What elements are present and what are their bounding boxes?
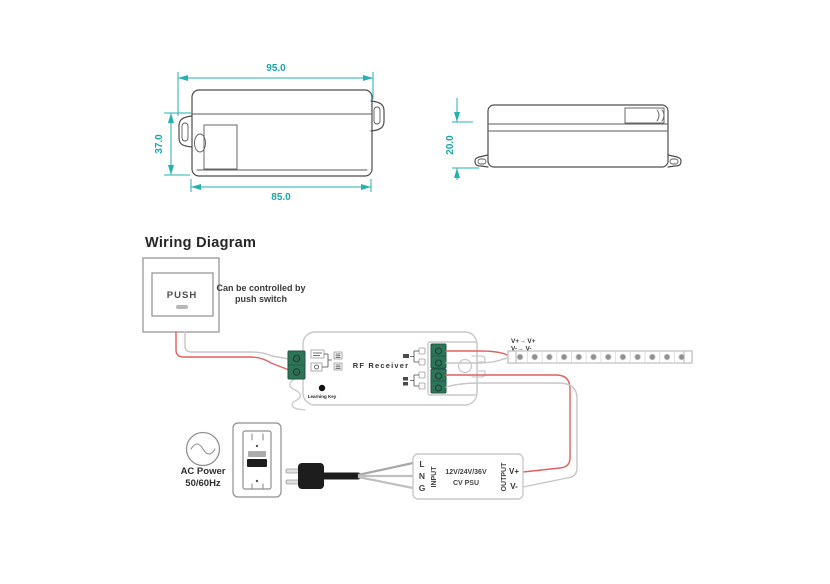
mounting-slot-left (181, 122, 189, 142)
push-note-line2: push switch (235, 294, 287, 304)
dim-95-label: 95.0 (266, 63, 286, 74)
side-label-area (624, 107, 665, 124)
front-view-drawing: 95.0 37.0 85.0 (154, 63, 385, 203)
enclosure-label-area (203, 124, 238, 170)
led-dot (619, 353, 627, 361)
led-dot (575, 353, 582, 361)
strip-label-vplus: V+→ V+ (511, 338, 536, 345)
dim-20-label: 20.0 (445, 135, 456, 155)
input-wire-g (357, 475, 414, 490)
push-indicator-bar (176, 305, 188, 309)
push-note-line1: Can be controlled by (216, 283, 305, 293)
dim-85-label: 85.0 (271, 192, 291, 203)
psu-terminal-vminus: V- (510, 482, 518, 491)
psu-output-label: OUTPUT (501, 462, 508, 492)
ac-power-source: AC Power 50/60Hz (181, 431, 226, 489)
side-tab-slot-right (669, 158, 679, 165)
psu-model-line1: 12V/24V/36V (445, 469, 487, 476)
input-wire-l (357, 461, 414, 477)
psu-body (412, 453, 524, 500)
side-tab-slot-left (477, 158, 487, 165)
micro-label (403, 354, 409, 358)
silkscreen-icons (310, 349, 343, 372)
terminal-pin-icons (403, 347, 426, 390)
led-dot (678, 353, 685, 361)
led-dot (516, 353, 524, 361)
led-dot (560, 353, 568, 361)
ac-label-line1: AC Power (181, 466, 226, 477)
led-dot (663, 353, 671, 361)
outlet-reset-button (247, 459, 267, 467)
strip-label-vminus: V-→ V- (511, 346, 532, 353)
dimension-85: 85.0 (190, 179, 372, 203)
outlet-screw-bottom (255, 479, 259, 483)
led-leds (516, 352, 685, 362)
led-strip: V+→ V+ V-→ V- (507, 338, 693, 364)
gnd-terminal-icon (310, 349, 325, 359)
led-dot (546, 353, 553, 361)
outlet-slots-top (251, 433, 264, 441)
led-strip-endcap-right (683, 350, 693, 364)
dimension-20: 20.0 (445, 98, 479, 180)
psu-wire-vminus (445, 382, 578, 488)
side-tab-right (667, 154, 682, 168)
sine-wave-icon (190, 443, 216, 455)
learning-key-button (318, 384, 326, 392)
strip-wire-vplus (445, 350, 510, 357)
led-strip-endcap-left (507, 350, 517, 364)
receiver-label: RF Receiver (353, 361, 410, 370)
push-button-label: PUSH (167, 290, 197, 301)
micro-label (403, 377, 408, 381)
dimension-95: 95.0 (177, 63, 374, 116)
micro-label (403, 382, 408, 386)
learning-key-label: Learning Key (308, 394, 337, 399)
dim-37-label: 37.0 (154, 134, 165, 154)
power-plug (285, 461, 414, 490)
strip-wire-vminus (445, 357, 510, 364)
psu: L N G INPUT 12V/24V/36V CV PSU OUTPUT V+… (412, 453, 524, 500)
psu-terminal-n: N (419, 471, 425, 481)
output-terminal-block (427, 341, 478, 396)
push-switch: PUSH (142, 257, 220, 333)
led-dot (649, 353, 656, 361)
side-label-arcs (656, 109, 665, 122)
input-terminal-block (287, 350, 306, 380)
side-view-drawing: 20.0 (445, 98, 682, 180)
psu-terminal-vplus: V+ (509, 467, 519, 476)
psu-model-line2: CV PSU (453, 480, 479, 487)
psu-terminal-g: G (419, 483, 426, 493)
side-tab-left (474, 154, 489, 168)
dimension-37: 37.0 (154, 112, 192, 176)
plug-body (298, 463, 324, 489)
hook-detail (194, 133, 206, 153)
plug-prong (285, 479, 300, 485)
side-lid-lines (488, 123, 668, 132)
led-dot (531, 353, 538, 361)
led-dot (590, 353, 597, 361)
led-dot (634, 353, 641, 361)
ac-label-line2: 50/60Hz (185, 478, 221, 489)
psu-wire-vplus (445, 374, 571, 473)
enclosure-front-outline (191, 89, 373, 177)
rf-receiver: RF Receiver Learning Key (287, 331, 486, 411)
switch-wire-red (175, 331, 290, 371)
antenna-wire (289, 378, 306, 411)
push-input-icon (310, 362, 323, 372)
enclosure-side-outline (487, 104, 669, 168)
led-dot (605, 353, 612, 361)
section-title: Wiring Diagram (145, 235, 256, 251)
wall-outlet (232, 422, 282, 498)
mounting-ear-right (370, 100, 385, 132)
switch-wire-gray (184, 331, 290, 360)
psu-input-label: INPUT (431, 466, 438, 488)
outlet-screw-top (255, 444, 259, 448)
outlet-test-button (248, 451, 266, 457)
outlet-slots-bottom (251, 483, 264, 490)
mounting-slot-right (373, 106, 381, 125)
mounting-ear-left (178, 115, 193, 148)
psu-terminal-l: L (419, 459, 424, 469)
plug-prong (285, 468, 300, 474)
